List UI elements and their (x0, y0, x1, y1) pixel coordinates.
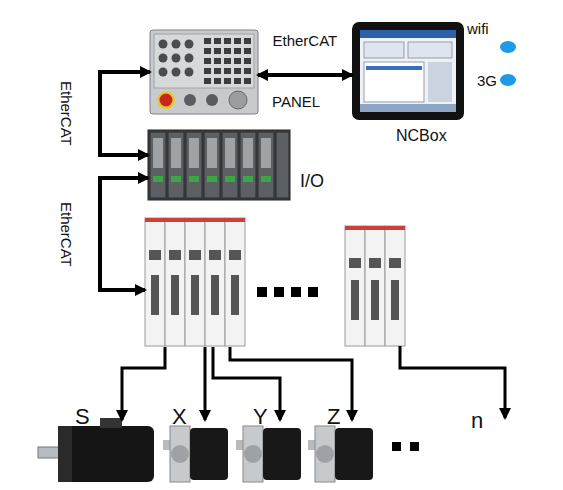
servo-drives (145, 218, 405, 346)
mobile-dot (500, 74, 516, 86)
node-label: I/O (300, 172, 324, 190)
servo-motors (38, 418, 419, 482)
edge-label: EtherCAT (273, 33, 338, 48)
free-label: 3G (477, 73, 497, 88)
tablet-node: NCBox (352, 22, 464, 120)
panel-node: PANEL (150, 30, 258, 114)
connector-arrow (213, 347, 280, 420)
operator-panel (150, 30, 258, 114)
connector-arrow (204, 347, 207, 420)
connector-arrow (230, 347, 352, 420)
edge-label: EtherCAT (59, 202, 74, 267)
tablet-device (352, 22, 464, 120)
connector-arrow (258, 73, 352, 77)
node-label: Y (253, 406, 268, 428)
node-label: NCBox (396, 128, 447, 144)
node-label: S (75, 406, 90, 428)
node-label: Z (327, 406, 340, 428)
io-modules (148, 130, 290, 200)
node-label: PANEL (272, 94, 320, 109)
drives-node (145, 216, 407, 347)
wifi-dot (500, 41, 516, 53)
axis-wire (400, 346, 505, 418)
free-label: n (471, 410, 483, 432)
motor-node: Z (305, 420, 375, 485)
io-node: I/O (148, 130, 290, 200)
connector-arrow (100, 72, 150, 155)
edge-label: EtherCAT (59, 81, 74, 146)
free-label: wifi (467, 21, 489, 36)
motor-node: X (160, 420, 230, 485)
node-label: X (172, 406, 187, 428)
motor-node: S (35, 420, 157, 485)
connector-arrow (100, 178, 148, 290)
motor-node: Y (233, 420, 303, 485)
connector-arrow (122, 347, 165, 420)
